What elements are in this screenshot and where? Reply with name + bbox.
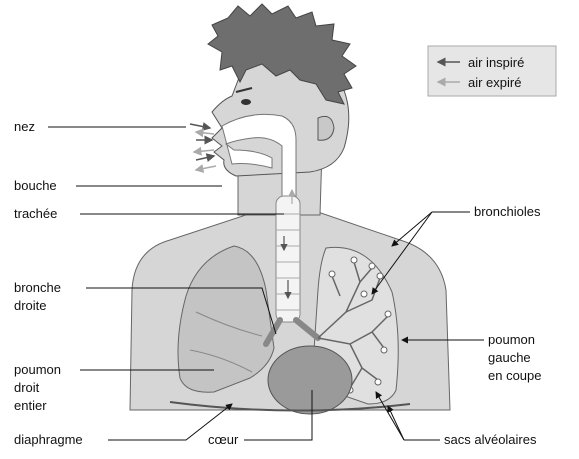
heart (268, 346, 352, 414)
label-bronchioles: bronchioles (474, 204, 541, 219)
label-poumon-gauche-2: gauche (488, 350, 531, 365)
inspired-air-arrows (190, 124, 214, 160)
label-coeur: cœur (208, 432, 239, 447)
legend-inspired-label: air inspiré (468, 55, 524, 70)
legend-expired-label: air expiré (468, 75, 521, 90)
label-poumon-droit-1: poumon (14, 362, 61, 377)
label-poumon-gauche-3: en coupe (488, 368, 542, 383)
label-poumon-droit-2: droit (14, 380, 40, 395)
label-diaphragme: diaphragme (14, 432, 83, 447)
label-bronche-2: droite (14, 298, 47, 313)
label-nez: nez (14, 119, 35, 134)
label-bouche: bouche (14, 178, 57, 193)
label-trachee: trachée (14, 206, 57, 221)
trachea (276, 196, 300, 322)
eye (241, 99, 251, 105)
label-sacs-alveolaires: sacs alvéolaires (444, 432, 537, 447)
label-poumon-gauche-1: poumon (488, 332, 535, 347)
label-bronche-1: bronche (14, 280, 61, 295)
label-poumon-droit-3: entier (14, 398, 47, 413)
